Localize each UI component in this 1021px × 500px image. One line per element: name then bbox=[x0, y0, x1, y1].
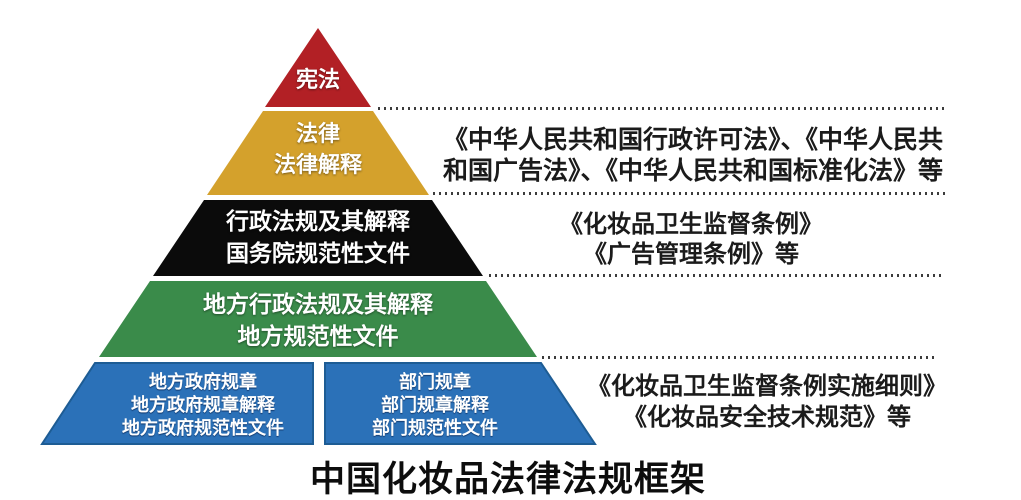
annotation-admin-regulations: 《化妆品卫生监督条例》 《广告管理条例》等 bbox=[526, 209, 856, 269]
annotation-line: 《化妆品卫生监督条例》 bbox=[559, 210, 823, 238]
label-line: 地方政府规章 bbox=[149, 372, 257, 393]
label-line: 地方政府规章解释 bbox=[131, 395, 275, 416]
label-line: 地方行政法规及其解释 bbox=[203, 292, 433, 318]
dotted-separator-admin-regulations bbox=[489, 274, 941, 277]
label-line: 地方政府规范性文件 bbox=[122, 418, 284, 439]
label-department-rules: 部门规章 部门规章解释 部门规范性文件 bbox=[329, 371, 541, 440]
label-line: 法律 bbox=[295, 122, 340, 147]
annotation-line: 《中华人民共和国行政许可法》、《中华人民共 bbox=[442, 125, 943, 154]
label-line: 宪法 bbox=[295, 68, 340, 93]
annotation-line: 和国广告法》、《中华人民共和国标准化法》等 bbox=[442, 156, 943, 185]
label-line: 部门规范性文件 bbox=[372, 418, 498, 439]
label-local-government-rules: 地方政府规章 地方政府规章解释 地方政府规范性文件 bbox=[97, 371, 309, 440]
dotted-separator-laws bbox=[433, 192, 946, 195]
label-constitution: 宪法 bbox=[248, 68, 388, 94]
label-admin-regulations: 行政法规及其解释 国务院规范性文件 bbox=[158, 206, 478, 270]
pyramid-cell-local-government-rules bbox=[40, 362, 314, 445]
label-line: 国务院规范性文件 bbox=[226, 241, 410, 267]
figure-title: 中国化妆品法律法规框架 bbox=[309, 460, 706, 500]
annotation-line: 《广告管理条例》等 bbox=[583, 240, 799, 268]
pyramid-level-local-regulations bbox=[99, 281, 537, 357]
annotation-rules: 《化妆品卫生监督条例实施细则》 《化妆品安全技术规范》等 bbox=[567, 371, 967, 433]
label-line: 行政法规及其解释 bbox=[226, 209, 410, 235]
label-line: 地方规范性文件 bbox=[237, 324, 399, 350]
label-laws: 法律 法律解释 bbox=[168, 119, 468, 181]
pyramid-level-admin-regulations bbox=[153, 200, 483, 276]
label-local-regulations: 地方行政法规及其解释 地方规范性文件 bbox=[148, 289, 488, 353]
annotation-line: 《化妆品安全技术规范》等 bbox=[623, 403, 911, 431]
pyramid-level-constitution bbox=[265, 28, 371, 107]
pyramid-level-laws bbox=[207, 111, 429, 195]
label-line: 部门规章解释 bbox=[381, 395, 489, 416]
annotation-laws: 《中华人民共和国行政许可法》、《中华人民共 和国广告法》、《中华人民共和国标准化… bbox=[430, 124, 956, 186]
label-line: 法律解释 bbox=[273, 153, 362, 178]
dotted-separator-local-regulations bbox=[542, 356, 935, 359]
dotted-separator-constitution bbox=[378, 107, 944, 110]
annotation-line: 《化妆品卫生监督条例实施细则》 bbox=[587, 372, 947, 400]
pyramid-cell-department-rules bbox=[324, 362, 597, 445]
label-line: 部门规章 bbox=[399, 372, 471, 393]
